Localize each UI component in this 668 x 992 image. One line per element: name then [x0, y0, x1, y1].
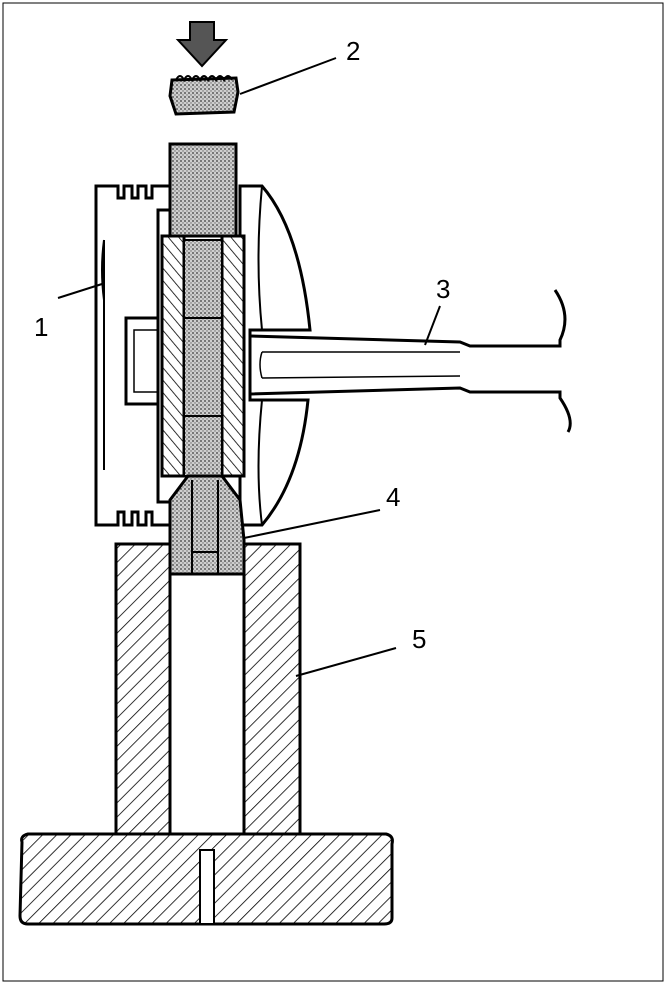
support-sleeve [114, 542, 302, 852]
bushing-right-wall [220, 234, 246, 478]
pin-inner [183, 239, 223, 477]
connecting-rod [249, 289, 572, 433]
base-plate [18, 832, 394, 926]
leader-5 [295, 647, 397, 677]
leader-1 [57, 283, 103, 299]
label-2: 2 [346, 36, 360, 66]
label-5: 5 [412, 624, 426, 654]
press-punch [168, 75, 240, 116]
frame-border [2, 2, 664, 982]
leader-3 [424, 305, 441, 346]
pin-upper [168, 142, 238, 238]
leader-4 [243, 509, 381, 539]
label-4: 4 [386, 482, 400, 512]
label-1: 1 [34, 312, 48, 342]
label-3: 3 [436, 274, 450, 304]
press-arrow-icon [175, 21, 229, 68]
split-bushing-tool [168, 474, 246, 576]
leader-2 [239, 57, 337, 95]
piston-body [94, 184, 312, 527]
bushing-left-wall [160, 234, 186, 478]
